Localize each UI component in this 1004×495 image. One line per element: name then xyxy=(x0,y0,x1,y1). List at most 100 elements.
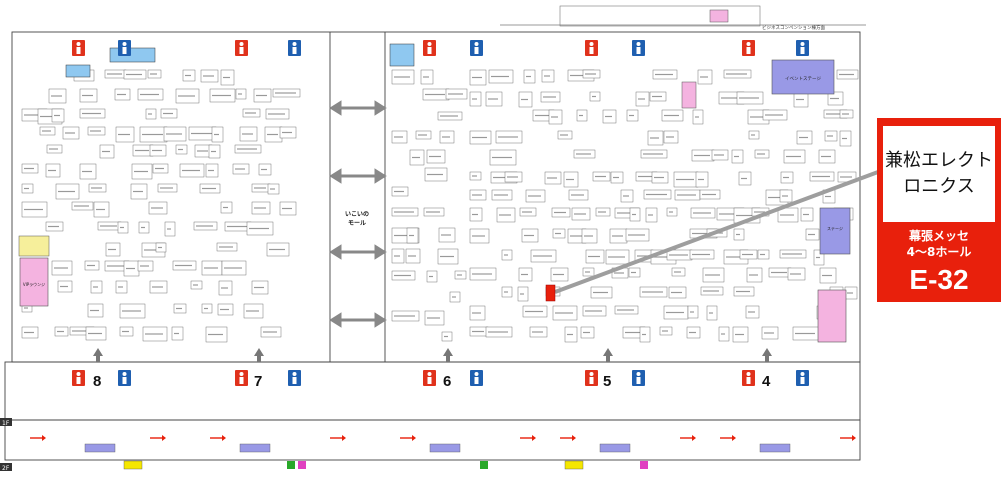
mall-label-2: モール xyxy=(348,220,366,227)
booth-label-line xyxy=(676,178,694,181)
booth-label-line xyxy=(576,153,591,155)
restroom-female-icon xyxy=(585,40,598,56)
booth-label-line xyxy=(472,175,477,177)
booth-label-line xyxy=(584,235,593,237)
hall-numbers: 8 7 6 5 4 xyxy=(93,373,771,390)
booth-label-line xyxy=(617,212,635,214)
booth-label-line xyxy=(426,211,440,213)
booth-label-line xyxy=(42,130,51,132)
level-2f: 2F xyxy=(2,465,10,472)
booth-label-line xyxy=(246,310,259,312)
booth-label-line xyxy=(694,154,710,157)
booth-label-line xyxy=(734,155,739,158)
booth-label-line xyxy=(703,290,719,292)
booth-label-line xyxy=(394,190,404,193)
special-zones: VIPラウンジ イベントステージ ステージ xyxy=(18,9,851,343)
hall-number-6: 6 xyxy=(443,373,451,390)
booth-label-line xyxy=(65,132,75,134)
booth-label-line xyxy=(268,113,285,115)
booth-label-line xyxy=(211,150,216,153)
booth-label-line xyxy=(57,330,64,333)
booth-label-line xyxy=(122,310,141,312)
booth-label-line xyxy=(140,93,159,96)
booth-label-line xyxy=(120,226,124,229)
booth-label-line xyxy=(394,136,403,138)
red-arrow-icon xyxy=(840,435,856,441)
restroom-male-icon xyxy=(796,40,809,56)
booth-label-line xyxy=(204,267,218,269)
booth-label-line xyxy=(427,173,443,176)
restroom-male-icon xyxy=(470,370,483,386)
booth-label-line xyxy=(605,115,612,118)
booth-label-line xyxy=(553,273,564,276)
booth-label-line xyxy=(282,207,292,210)
entrance-arrows xyxy=(93,348,772,362)
booth-label-line xyxy=(249,227,269,230)
booth-label-line xyxy=(193,284,198,286)
booth-label-line xyxy=(566,178,574,181)
booth-label-line xyxy=(108,248,116,251)
booth-label-line xyxy=(608,256,625,258)
booth-label-line xyxy=(692,253,710,256)
booth-label-line xyxy=(782,253,802,255)
booth-label-line xyxy=(174,332,179,335)
booth-label-line xyxy=(642,333,646,336)
booth-label-line xyxy=(82,170,92,173)
booth-label-line xyxy=(625,331,641,334)
booth-label-line xyxy=(666,311,684,314)
booth-label-line xyxy=(847,292,853,294)
booth-label-line xyxy=(442,136,450,138)
booth-label-line xyxy=(133,190,143,193)
booth-label-line xyxy=(144,249,161,251)
booth-label-line xyxy=(429,155,441,158)
booth-label-line xyxy=(224,267,242,269)
booth-label-line xyxy=(235,168,245,170)
booth-label-line xyxy=(613,176,619,179)
booth-label-line xyxy=(472,76,482,79)
booth-label-line xyxy=(102,150,110,153)
booth-label-line xyxy=(408,255,416,257)
booth-label-line xyxy=(593,291,608,294)
booth-label-line xyxy=(24,114,43,116)
booth-label-line xyxy=(507,176,518,178)
booth-label-line xyxy=(822,274,832,277)
booth-label-line xyxy=(452,296,456,298)
booth-label-line xyxy=(588,255,600,258)
booth-label-line xyxy=(592,95,596,98)
booth-label-line xyxy=(491,75,509,78)
booth-label-line xyxy=(457,274,462,276)
booth-label-line xyxy=(642,291,663,293)
red-arrow-icon xyxy=(520,435,536,441)
booth-label-line xyxy=(167,228,171,230)
booth-label-line xyxy=(242,133,253,135)
booth-label-line xyxy=(472,136,487,139)
booth-label-line xyxy=(631,271,636,274)
booth-label-line xyxy=(692,232,713,235)
booth-label-line xyxy=(535,114,550,117)
booth-label-line xyxy=(726,73,747,75)
booth-label-line xyxy=(700,76,708,78)
booth-label-line xyxy=(830,97,839,100)
top-banner-label: ビジネスコンベンション棟方面 xyxy=(762,24,825,31)
booth-label-line xyxy=(782,195,788,197)
booth-label-line xyxy=(90,130,101,132)
hall-outline xyxy=(4,31,861,461)
booth-label-line xyxy=(555,232,561,235)
booth-label-line xyxy=(736,290,750,293)
booth-label-line xyxy=(498,136,518,138)
booth-label-line xyxy=(58,190,75,193)
booth-label-line xyxy=(107,265,125,267)
restroom-female-icon xyxy=(72,370,85,386)
booth-label-line xyxy=(585,310,602,312)
booth-label-line xyxy=(690,311,694,313)
booth-label-line xyxy=(617,309,634,311)
booth-label-line xyxy=(429,275,433,278)
booth-label-line xyxy=(547,177,557,179)
booth-label-line xyxy=(214,133,219,136)
highlighted-booth-e32[interactable] xyxy=(545,284,556,302)
booth-label-line xyxy=(134,170,148,173)
booth-label-line xyxy=(595,175,606,178)
booth-label-line xyxy=(555,312,573,314)
booth-label-line xyxy=(842,137,847,140)
booth-label-line xyxy=(24,307,28,309)
